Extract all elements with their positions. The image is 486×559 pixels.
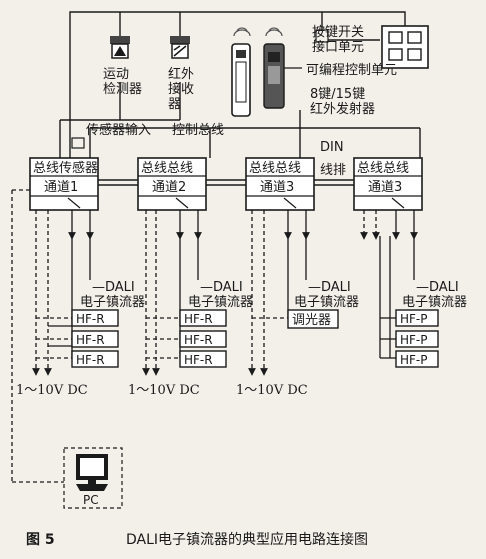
load-group-2: HF-R HF-R HF-R bbox=[179, 309, 227, 368]
dali-ballast-label-4: —DALI 电子镇流器 bbox=[402, 280, 467, 310]
motion-detector-icon bbox=[110, 36, 130, 59]
load-group-4-wires bbox=[379, 236, 396, 359]
dali-ballast-4-line1: —DALI bbox=[416, 280, 459, 295]
dali-ballast-4-line2: 电子镇流器 bbox=[402, 295, 467, 310]
module-3-channel: 通道3 bbox=[260, 180, 294, 195]
dimmer-box bbox=[287, 309, 339, 329]
module-2: 总线总线 通道2 bbox=[137, 157, 207, 211]
ir-transmitter-icon bbox=[231, 27, 285, 117]
module-1-channel: 通道1 bbox=[44, 180, 78, 195]
load-label: HF-R bbox=[76, 333, 105, 347]
din-rail-label-1: DIN bbox=[320, 140, 344, 155]
load-group-4: HF-P HF-P HF-P bbox=[395, 309, 439, 368]
dali-ballast-2-line1: —DALI bbox=[200, 280, 243, 295]
ir-receiver-label-3: 器 bbox=[168, 97, 181, 112]
figure-caption: DALI电子镇流器的典型应用电路连接图 bbox=[126, 531, 368, 548]
module-2-title: 总线总线 bbox=[141, 161, 193, 176]
ir-receiver-label-2: 接收 bbox=[168, 81, 194, 97]
load-label: HF-R bbox=[184, 353, 213, 367]
load-box bbox=[71, 330, 119, 348]
load-label: HF-R bbox=[76, 353, 105, 367]
module-3-outputs bbox=[248, 210, 310, 376]
load-label: HF-R bbox=[184, 333, 213, 347]
module-4-outputs bbox=[360, 210, 418, 358]
key-switch-interface-label-1: 按键开关 bbox=[312, 25, 364, 40]
dali-ballast-3-line2: 电子镇流器 bbox=[294, 295, 359, 310]
load-label: HF-R bbox=[76, 312, 105, 326]
analog-label-3: 1～10V DC bbox=[236, 383, 308, 398]
load-box bbox=[179, 330, 227, 348]
ir-receiver-icon bbox=[170, 36, 190, 59]
motion-detector: 运动 检测器 bbox=[103, 36, 142, 97]
load-box bbox=[71, 309, 119, 327]
module-4-title: 总线总线 bbox=[357, 161, 409, 176]
dali-ballast-label-1: —DALI 电子镇流器 bbox=[80, 280, 145, 310]
load-box bbox=[179, 309, 227, 327]
dali-ballast-label-3: —DALI 电子镇流器 bbox=[294, 280, 359, 310]
motion-detector-label-1: 运动 bbox=[103, 67, 129, 82]
ir-transmitter-label-1: 8键/15键 bbox=[310, 87, 365, 102]
dali-ballast-1-line1: —DALI bbox=[92, 280, 135, 295]
dimmer-label: 调光器 bbox=[292, 313, 331, 328]
module-4: 总线总线 通道3 bbox=[353, 157, 423, 211]
key-switch-interface-label-2: 接口单元 bbox=[312, 39, 364, 55]
sensor-input-connector bbox=[71, 137, 85, 149]
control-bus-label: 控制总线 bbox=[172, 123, 224, 138]
dali-ballast-1-line2: 电子镇流器 bbox=[80, 295, 145, 310]
programmable-control-label: 可编程控制单元 bbox=[306, 63, 397, 78]
module-3: 总线总线 通道3 bbox=[245, 157, 315, 211]
load-box bbox=[71, 350, 119, 368]
module-1: 总线传感器 通道1 bbox=[29, 157, 99, 211]
module-2-channel: 通道2 bbox=[152, 180, 186, 195]
load-box bbox=[179, 350, 227, 368]
ir-receiver: 红外 接收 器 bbox=[168, 36, 194, 112]
interface-connector-box bbox=[315, 29, 329, 43]
din-rail-label-2: 线排 bbox=[320, 163, 346, 178]
load-group-1: HF-R HF-R HF-R bbox=[71, 309, 119, 368]
din-rail-lines bbox=[98, 179, 354, 186]
dali-ballast-3-line1: —DALI bbox=[308, 280, 351, 295]
pc-label: PC bbox=[83, 493, 99, 507]
pc-monitor-icon bbox=[76, 454, 108, 491]
module-1-outputs bbox=[32, 210, 94, 376]
module-1-title: 总线传感器 bbox=[33, 160, 98, 176]
analog-label-1: 1～10V DC bbox=[16, 383, 88, 398]
pc: PC bbox=[63, 447, 123, 509]
load-box bbox=[395, 350, 439, 368]
dali-ballast-label-2: —DALI 电子镇流器 bbox=[188, 280, 253, 310]
ir-receiver-label-1: 红外 bbox=[168, 66, 194, 82]
key-switch-keypad-icon bbox=[381, 25, 429, 69]
load-group-3: 调光器 bbox=[287, 309, 339, 329]
load-label: HF-P bbox=[400, 312, 428, 326]
load-label: HF-R bbox=[184, 312, 213, 326]
load-label: HF-P bbox=[400, 353, 428, 367]
motion-detector-label-2: 检测器 bbox=[103, 82, 142, 97]
dali-ballast-2-line2: 电子镇流器 bbox=[188, 295, 253, 310]
module-3-title: 总线总线 bbox=[249, 161, 301, 176]
analog-label-2: 1～10V DC bbox=[128, 383, 200, 398]
pc-link bbox=[11, 189, 64, 483]
sensor-input-label: 传感器输入 bbox=[86, 122, 151, 138]
module-2-outputs bbox=[142, 210, 202, 376]
load-label: HF-P bbox=[400, 333, 428, 347]
ir-transmitter-label-2: 红外发射器 bbox=[310, 101, 375, 117]
top-bus-wires bbox=[59, 11, 421, 158]
module-4-channel: 通道3 bbox=[368, 180, 402, 195]
figure-number: 图 5 bbox=[26, 532, 55, 548]
